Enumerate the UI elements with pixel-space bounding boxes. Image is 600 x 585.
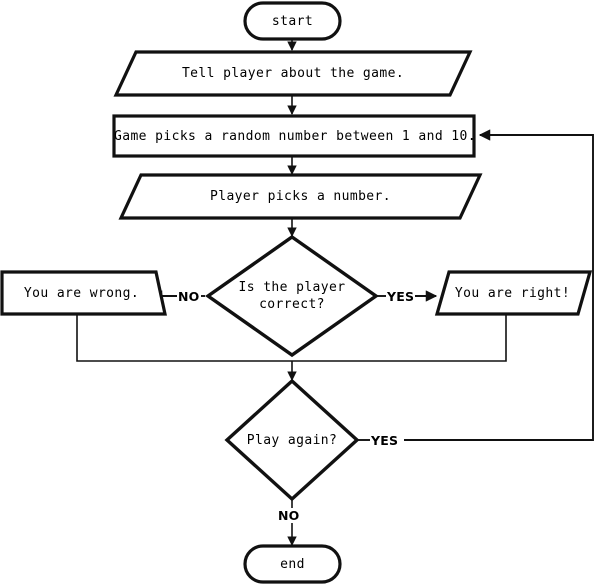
edge-right-to-merge	[292, 314, 507, 362]
node-right-shape[interactable]	[434, 270, 593, 316]
node-wrong-shape[interactable]	[0, 270, 167, 316]
edge-label-play-again-yes: YES	[370, 433, 400, 448]
node-start-shape[interactable]	[243, 1, 342, 41]
edge-label-is-correct-yes: YES	[386, 289, 416, 304]
node-is-correct-shape[interactable]	[205, 234, 379, 358]
node-end-shape[interactable]	[243, 544, 342, 584]
node-pick-random-shape[interactable]	[112, 114, 476, 158]
edge-label-is-correct-no: NO	[177, 289, 201, 304]
edge-play-again-yes-loop	[404, 129, 594, 441]
node-play-again-shape[interactable]	[224, 378, 360, 502]
node-player-picks-shape[interactable]	[118, 173, 483, 220]
edge-label-play-again-no: NO	[277, 508, 301, 523]
edge-wrong-to-merge	[76, 314, 292, 362]
node-tell-player-shape[interactable]	[113, 50, 473, 97]
